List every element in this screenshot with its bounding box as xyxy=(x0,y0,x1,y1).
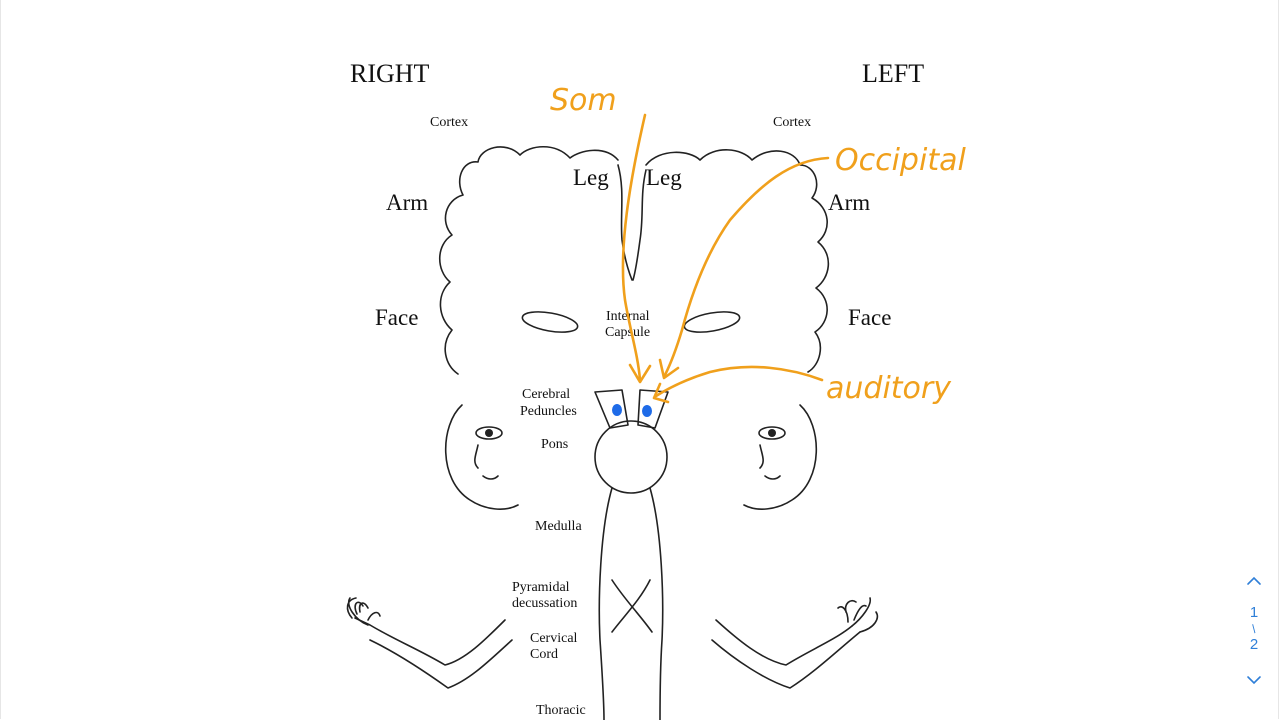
internal-capsule-right xyxy=(521,311,579,333)
next-page-button[interactable] xyxy=(1240,670,1268,692)
leg-label-right: Leg xyxy=(573,165,609,190)
medulla-label: Medulla xyxy=(535,519,582,534)
arm-right xyxy=(354,617,513,689)
cortex-label-left: Cortex xyxy=(773,115,811,130)
face-label-right: Face xyxy=(375,305,418,330)
annotation-occipital: Occipital xyxy=(835,143,966,178)
current-page-number: 1 xyxy=(1249,604,1259,621)
arm-label-right: Arm xyxy=(386,190,428,215)
total-page-count: 2 xyxy=(1249,636,1259,653)
cortex-label-right: Cortex xyxy=(430,115,468,130)
pyramidal-decussation-label-2: decussation xyxy=(512,596,577,611)
pons-label: Pons xyxy=(541,437,568,452)
eye-icon xyxy=(475,426,503,440)
cerebral-peduncle-left xyxy=(637,389,669,429)
pons-circle xyxy=(594,420,668,494)
pyramidal-decussation-label-1: Pyramidal xyxy=(512,580,570,595)
left-hemisphere-medial xyxy=(632,169,647,281)
chevron-down-icon xyxy=(1247,676,1261,685)
arm-label-left: Arm xyxy=(828,190,870,215)
annotation-auditory: auditory xyxy=(826,371,952,406)
cervical-cord-label-1: Cervical xyxy=(530,631,578,646)
previous-page-button[interactable] xyxy=(1240,570,1268,592)
left-hemisphere-outline xyxy=(645,149,830,373)
cerebral-peduncles-label-1: Cerebral xyxy=(522,387,570,402)
right-side-heading: RIGHT xyxy=(350,59,430,88)
right-hemisphere-medial xyxy=(617,164,633,281)
annotation-arrowhead-som xyxy=(628,363,652,384)
annotation-som: Som xyxy=(550,83,617,118)
face-label-left: Face xyxy=(848,305,891,330)
face-profile-left xyxy=(743,404,818,510)
eye-icon xyxy=(758,426,786,440)
annotation-arrow-som xyxy=(621,113,647,382)
left-side-heading: LEFT xyxy=(862,59,924,88)
cervical-cord-label-2: Cord xyxy=(530,647,558,662)
page-navigator: 1 / 2 xyxy=(1240,570,1268,700)
nose-mouth-icon xyxy=(759,444,781,480)
nose-mouth-icon xyxy=(474,444,499,480)
face-profile-right xyxy=(444,404,519,510)
annotation-arrowhead-occipital xyxy=(658,358,680,380)
spinal-cord-outline-right xyxy=(598,487,613,720)
leg-label-left: Leg xyxy=(646,165,682,190)
hand-right xyxy=(346,597,381,626)
internal-capsule-label-2: Capsule xyxy=(605,325,650,340)
right-hemisphere-outline xyxy=(438,145,619,375)
thoracic-label: Thoracic xyxy=(536,703,586,718)
cerebral-peduncle-right xyxy=(594,389,629,429)
chevron-up-icon xyxy=(1247,576,1261,585)
decussation-cross xyxy=(611,579,653,633)
arm-left xyxy=(711,619,861,689)
eye-pupil-icon xyxy=(485,429,493,437)
spinal-cord-outline-left xyxy=(649,487,664,720)
internal-capsule-left xyxy=(683,311,741,333)
eye-pupil-icon xyxy=(768,429,776,437)
annotation-arrow-occipital xyxy=(663,156,830,377)
peduncle-marker-dot xyxy=(612,404,622,416)
annotation-arrowhead-auditory xyxy=(652,382,670,404)
hand-left xyxy=(837,597,879,633)
cerebral-peduncles-label-2: Peduncles xyxy=(520,404,577,419)
annotation-arrow-auditory xyxy=(654,365,824,398)
peduncle-marker-dot xyxy=(642,405,652,417)
